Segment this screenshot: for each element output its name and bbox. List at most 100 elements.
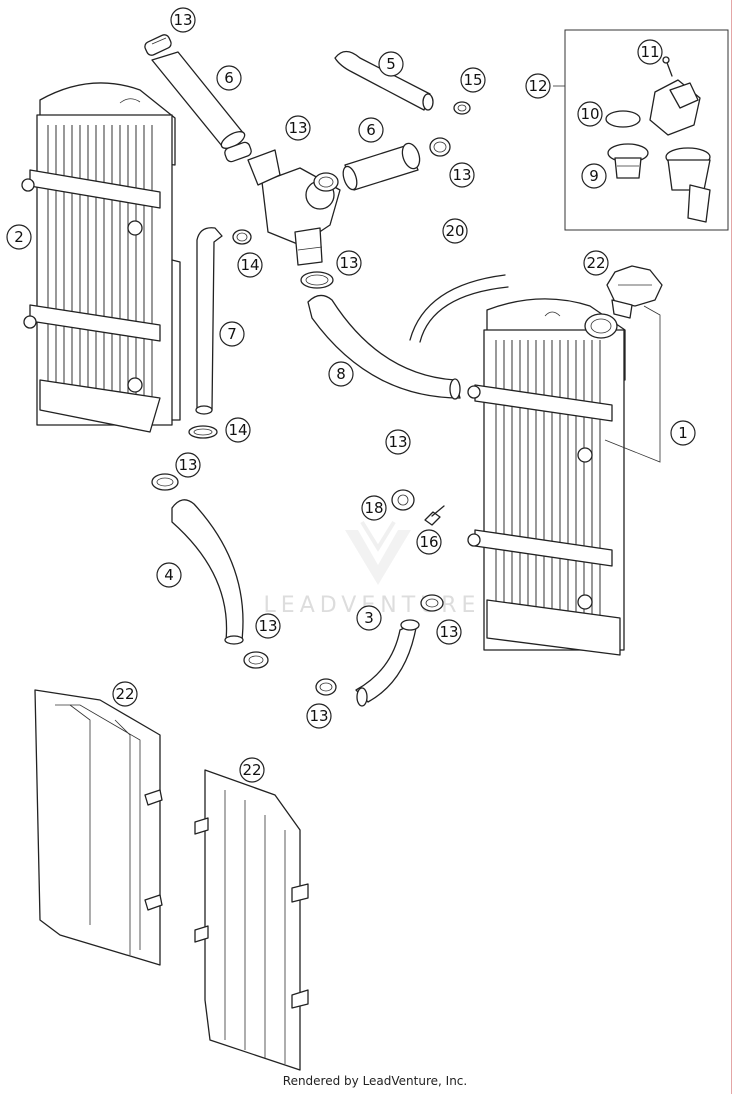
callout-13-lower-right: 13 — [436, 619, 462, 645]
hose-4[interactable] — [171, 499, 244, 645]
hose-clamp-13-lower-left[interactable] — [243, 651, 269, 669]
callout-13-lower-left: 13 — [255, 613, 281, 639]
callout-label: 6 — [224, 69, 234, 87]
callout-13-center: 13 — [336, 250, 362, 276]
hose-8[interactable] — [307, 294, 461, 400]
callout-8: 8 — [328, 361, 354, 387]
thermostat-9[interactable] — [607, 143, 649, 179]
callout-13-right-low: 13 — [385, 429, 411, 455]
thermostat-housing-kit[interactable] — [665, 147, 711, 223]
callout-label: 18 — [364, 499, 383, 517]
callout-11: 11 — [637, 39, 663, 65]
callout-label: 14 — [228, 421, 247, 439]
callout-9: 9 — [581, 163, 607, 189]
watermark: LEADVENTURE — [264, 520, 475, 618]
callout-label: 8 — [336, 365, 346, 383]
hose-clamp-13-center[interactable] — [300, 271, 334, 289]
grommet-18[interactable] — [391, 489, 415, 511]
callout-label: 5 — [386, 55, 396, 73]
callout-label: 14 — [240, 256, 259, 274]
callout-label: 13 — [309, 707, 328, 725]
callout-22-left: 22 — [112, 681, 138, 707]
callout-2: 2 — [6, 224, 32, 250]
callout-3: 3 — [356, 605, 382, 631]
callout-6-middle: 6 — [358, 117, 384, 143]
hose-7[interactable] — [195, 227, 223, 415]
callout-label: 13 — [339, 254, 358, 272]
page-edge-line — [731, 0, 732, 1094]
callout-20: 22 — [583, 250, 609, 276]
callout-13-left: 13 — [175, 452, 201, 478]
callout-19: 20 — [442, 218, 468, 244]
callout-label: 1 — [678, 424, 688, 442]
callout-13-top: 13 — [170, 7, 196, 33]
hose-3[interactable] — [355, 619, 420, 707]
radiator-guard-22-left[interactable] — [34, 689, 163, 966]
callout-label: 15 — [463, 71, 482, 89]
callout-7: 7 — [219, 321, 245, 347]
callout-14-lower: 14 — [225, 417, 251, 443]
radiator-cap-20[interactable] — [606, 265, 663, 319]
callout-label: 13 — [173, 11, 192, 29]
hose-clamp-13-bottom[interactable] — [315, 678, 337, 696]
hose-clamp-13-left[interactable] — [151, 473, 179, 491]
hose-clamp-13-right-upper[interactable] — [313, 172, 339, 192]
thermostat-kit-box — [553, 29, 729, 231]
callout-5: 5 — [378, 51, 404, 77]
callout-label: 16 — [419, 533, 438, 551]
callout-label: 20 — [445, 222, 464, 240]
callout-label: 22 — [586, 254, 605, 272]
leadventure-logo-icon — [345, 520, 411, 585]
callout-12: 12 — [525, 73, 551, 99]
o-ring-10[interactable] — [605, 110, 641, 128]
screw-11[interactable] — [662, 56, 673, 77]
callout-22-right: 22 — [239, 757, 265, 783]
callout-label: 4 — [164, 566, 174, 584]
callout-label: 13 — [288, 119, 307, 137]
hose-clamp-15[interactable] — [453, 101, 471, 115]
callout-label: 10 — [580, 105, 599, 123]
hose-clamp-14-lower[interactable] — [188, 425, 218, 439]
callout-label: 13 — [439, 623, 458, 641]
callout-label: 22 — [115, 685, 134, 703]
hose-clamp-14-upper[interactable] — [232, 229, 252, 245]
hose-5[interactable] — [334, 50, 434, 111]
hose-clamp-13-right-mid[interactable] — [429, 137, 451, 157]
callout-6-upper: 6 — [216, 65, 242, 91]
callout-13-upper-mid: 13 — [285, 115, 311, 141]
hose-6-middle[interactable] — [341, 141, 423, 191]
thermostat-cover[interactable] — [649, 79, 701, 136]
callout-label: 11 — [640, 43, 659, 61]
callout-label: 13 — [452, 166, 471, 184]
callout-18: 18 — [361, 495, 387, 521]
hose-clamp-13-lower-right[interactable] — [420, 594, 444, 612]
hose-clamp-13-upper-mid[interactable] — [223, 141, 252, 163]
callout-16: 16 — [416, 529, 442, 555]
callout-15: 15 — [460, 67, 486, 93]
callout-label: 3 — [364, 609, 374, 627]
callout-label: 9 — [589, 167, 599, 185]
thermostat-housing[interactable] — [247, 149, 341, 266]
leader-line-1 — [604, 305, 661, 463]
callout-label: 12 — [528, 77, 547, 95]
callout-14-upper: 14 — [237, 252, 263, 278]
radiator-right[interactable] — [467, 298, 626, 656]
callout-label: 13 — [258, 617, 277, 635]
callout-label: 13 — [178, 456, 197, 474]
radiator-guard-22-right[interactable] — [194, 769, 309, 1071]
hose-clamp-13-top[interactable] — [143, 33, 172, 57]
callout-10: 10 — [577, 101, 603, 127]
callout-13-right-mid: 13 — [449, 162, 475, 188]
callout-1: 1 — [670, 420, 696, 446]
callout-label: 13 — [388, 433, 407, 451]
radiator-left[interactable] — [21, 82, 181, 433]
callout-4: 4 — [156, 562, 182, 588]
callout-label: 22 — [242, 761, 261, 779]
callout-label: 2 — [14, 228, 24, 246]
footer-credit: Rendered by LeadVenture, Inc. — [282, 1074, 468, 1088]
bolt-16[interactable] — [424, 505, 445, 526]
hose-6-upper[interactable] — [151, 51, 247, 152]
callout-label: 7 — [227, 325, 237, 343]
hose-19[interactable] — [409, 274, 509, 343]
